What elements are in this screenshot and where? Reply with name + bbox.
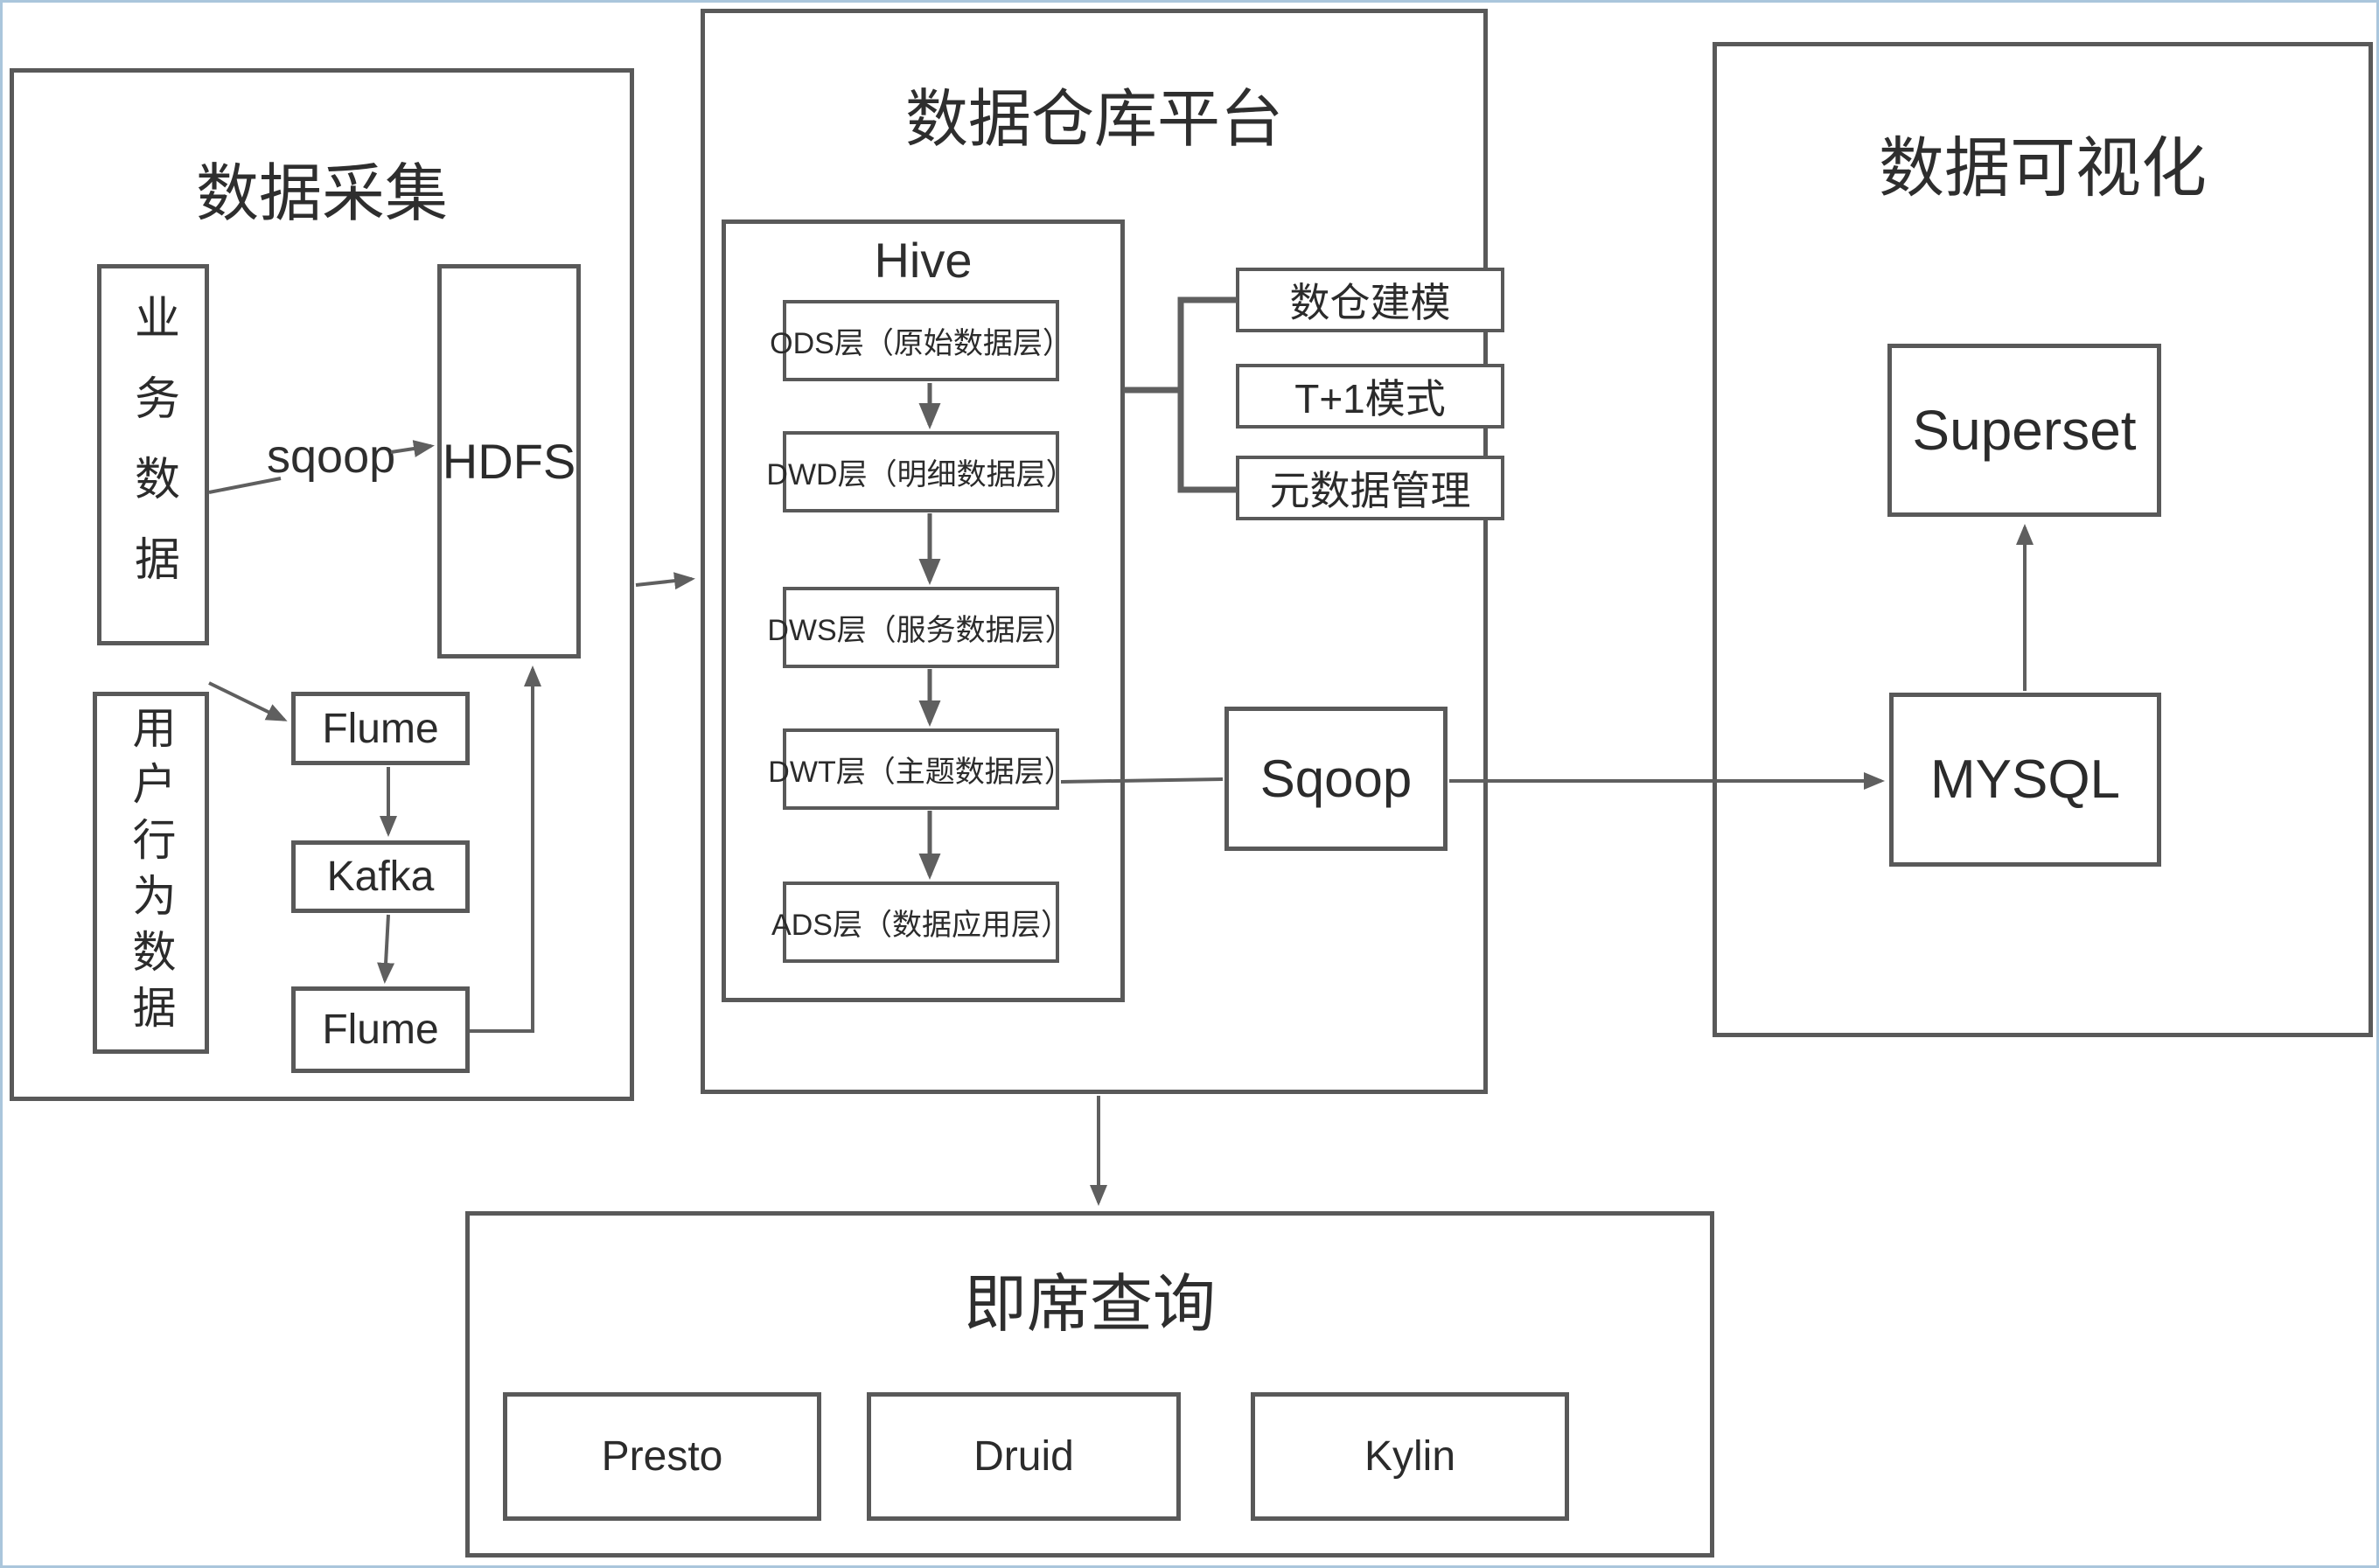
- node-flume-top: Flume: [291, 692, 470, 765]
- node-hdfs: HDFS: [437, 264, 581, 659]
- label-hive: Hive: [874, 233, 973, 288]
- node-superset: Superset: [1887, 344, 2161, 517]
- node-dwd-layer: DWD层（明细数据层）: [766, 431, 1076, 512]
- node-warehouse-modeling: 数仓建模: [1236, 268, 1504, 332]
- node-dwt-layer: DWT层（主题数据层）: [768, 728, 1074, 810]
- node-ods-layer: ODS层（原始数据层）: [770, 300, 1072, 381]
- node-metadata-management: 元数据管理: [1236, 456, 1504, 520]
- node-user-behavior-data: 用户行为数据: [93, 692, 209, 1054]
- node-ads-layer: ADS层（数据应用层）: [771, 882, 1071, 963]
- edge-collection-to-warehouse: [635, 572, 695, 590]
- title-data-collection: 数据采集: [195, 159, 448, 229]
- node-druid: Druid: [867, 1392, 1181, 1521]
- node-kylin: Kylin: [1251, 1392, 1569, 1521]
- label-sqoop: sqoop: [267, 430, 396, 483]
- node-kafka: Kafka: [291, 840, 470, 913]
- node-t-plus-1-mode: T+1模式: [1236, 364, 1504, 429]
- node-flume-bottom: Flume: [291, 986, 470, 1073]
- node-presto: Presto: [503, 1392, 821, 1521]
- section-data-visualization: [1713, 42, 2373, 1037]
- node-sqoop: Sqoop: [1224, 707, 1448, 851]
- title-data-visualization: 数据可视化: [1878, 131, 2207, 205]
- title-data-warehouse: 数据仓库平台: [904, 85, 1283, 155]
- node-mysql: MYSQL: [1889, 693, 2161, 867]
- title-adhoc-query: 即席查询: [963, 1270, 1216, 1340]
- node-dws-layer: DWS层（服务数据层）: [767, 587, 1075, 668]
- node-business-data: 业务数据: [97, 264, 209, 645]
